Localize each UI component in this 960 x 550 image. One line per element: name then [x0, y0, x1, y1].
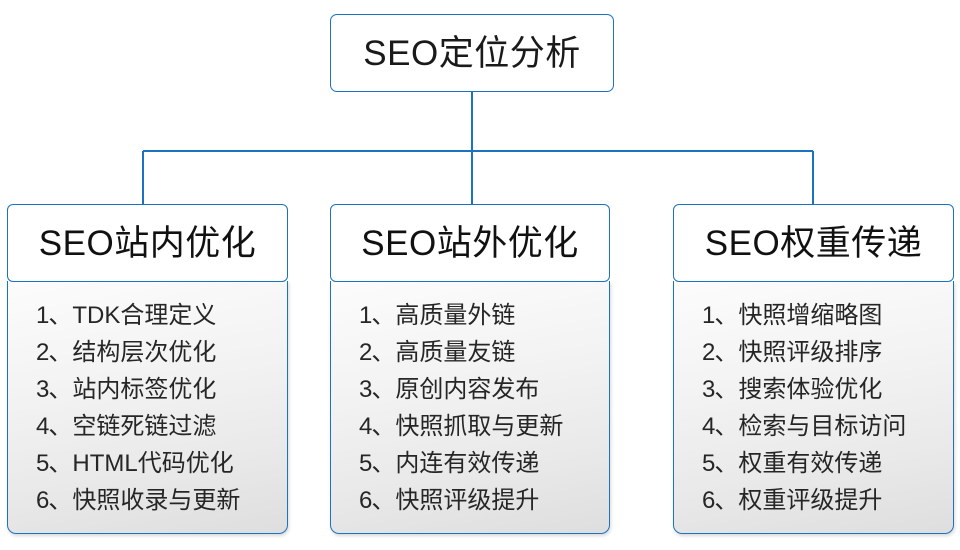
- branch-header-3[interactable]: SEO权重传递: [673, 204, 954, 282]
- list-item-text: 原创内容发布: [395, 375, 540, 403]
- list-item: 2、 结构层次优化: [36, 334, 287, 371]
- list-item-text: 快照评级提升: [395, 486, 540, 514]
- list-item-text: 内连有效传递: [395, 449, 540, 477]
- branch-list-1: 1、 TDK合理定义 2、 结构层次优化 3、 站内标签优化 4、 空链死链过滤…: [8, 297, 287, 519]
- list-item-text: 高质量友链: [395, 338, 516, 366]
- list-item: 4、 检索与目标访问: [702, 408, 953, 445]
- list-item: 2、 高质量友链: [359, 334, 609, 371]
- list-item-index: 4、: [359, 412, 395, 440]
- list-item-index: 5、: [359, 449, 395, 477]
- list-item: 1、 TDK合理定义: [36, 297, 287, 334]
- list-item-index: 2、: [702, 338, 738, 366]
- list-item-text: 高质量外链: [395, 301, 516, 329]
- list-item-text: 快照收录与更新: [72, 486, 241, 514]
- list-item: 1、 快照增缩略图: [702, 297, 953, 334]
- list-item-text: 快照评级排序: [738, 338, 883, 366]
- list-item-text: 快照抓取与更新: [395, 412, 564, 440]
- list-item: 5、 内连有效传递: [359, 445, 609, 482]
- list-item-text: 权重有效传递: [738, 449, 883, 477]
- list-item-text: 空链死链过滤: [72, 412, 217, 440]
- list-item-index: 3、: [359, 375, 395, 403]
- branch-column-1: SEO站内优化 1、 TDK合理定义 2、 结构层次优化 3、 站内标签优化 4…: [7, 204, 288, 534]
- list-item-index: 5、: [702, 449, 738, 477]
- list-item: 2、 快照评级排序: [702, 334, 953, 371]
- branch-title-3: SEO权重传递: [704, 223, 923, 263]
- list-item-index: 3、: [36, 375, 72, 403]
- list-item: 4、 快照抓取与更新: [359, 408, 609, 445]
- branch-body-2: 1、 高质量外链 2、 高质量友链 3、 原创内容发布 4、 快照抓取与更新 5…: [330, 280, 610, 534]
- list-item-text: HTML代码优化: [72, 449, 234, 477]
- list-item-index: 1、: [702, 301, 738, 329]
- list-item: 6、 快照收录与更新: [36, 482, 287, 519]
- list-item-index: 2、: [36, 338, 72, 366]
- list-item-text: 检索与目标访问: [738, 412, 907, 440]
- branch-body-1: 1、 TDK合理定义 2、 结构层次优化 3、 站内标签优化 4、 空链死链过滤…: [7, 280, 288, 534]
- branch-column-3: SEO权重传递 1、 快照增缩略图 2、 快照评级排序 3、 搜索体验优化 4、: [673, 204, 954, 534]
- list-item: 5、 权重有效传递: [702, 445, 953, 482]
- list-item: 5、 HTML代码优化: [36, 445, 287, 482]
- list-item-text: 搜索体验优化: [738, 375, 883, 403]
- list-item-index: 6、: [36, 486, 72, 514]
- branch-list-2: 1、 高质量外链 2、 高质量友链 3、 原创内容发布 4、 快照抓取与更新 5…: [331, 297, 609, 519]
- root-node-title: SEO定位分析: [363, 33, 581, 73]
- list-item: 3、 原创内容发布: [359, 371, 609, 408]
- branch-body-3: 1、 快照增缩略图 2、 快照评级排序 3、 搜索体验优化 4、 检索与目标访问…: [673, 280, 954, 534]
- root-node[interactable]: SEO定位分析: [330, 14, 614, 92]
- list-item-text: TDK合理定义: [72, 301, 217, 329]
- list-item-index: 1、: [359, 301, 395, 329]
- branch-header-2[interactable]: SEO站外优化: [330, 204, 610, 282]
- list-item-text: 权重评级提升: [738, 486, 883, 514]
- list-item: 4、 空链死链过滤: [36, 408, 287, 445]
- list-item-text: 站内标签优化: [72, 375, 217, 403]
- list-item: 3、 搜索体验优化: [702, 371, 953, 408]
- list-item: 6、 权重评级提升: [702, 482, 953, 519]
- list-item-index: 2、: [359, 338, 395, 366]
- branch-title-1: SEO站内优化: [38, 223, 257, 263]
- list-item-index: 4、: [36, 412, 72, 440]
- list-item-index: 6、: [702, 486, 738, 514]
- branch-header-1[interactable]: SEO站内优化: [7, 204, 288, 282]
- list-item-text: 结构层次优化: [72, 338, 217, 366]
- list-item-index: 4、: [702, 412, 738, 440]
- list-item-index: 5、: [36, 449, 72, 477]
- branch-title-2: SEO站外优化: [361, 223, 579, 263]
- list-item-text: 快照增缩略图: [738, 301, 883, 329]
- list-item-index: 1、: [36, 301, 72, 329]
- list-item: 3、 站内标签优化: [36, 371, 287, 408]
- list-item: 1、 高质量外链: [359, 297, 609, 334]
- branch-list-3: 1、 快照增缩略图 2、 快照评级排序 3、 搜索体验优化 4、 检索与目标访问…: [674, 297, 953, 519]
- list-item: 6、 快照评级提升: [359, 482, 609, 519]
- list-item-index: 6、: [359, 486, 395, 514]
- branch-column-2: SEO站外优化 1、 高质量外链 2、 高质量友链 3、 原创内容发布 4、 快: [330, 204, 610, 534]
- list-item-index: 3、: [702, 375, 738, 403]
